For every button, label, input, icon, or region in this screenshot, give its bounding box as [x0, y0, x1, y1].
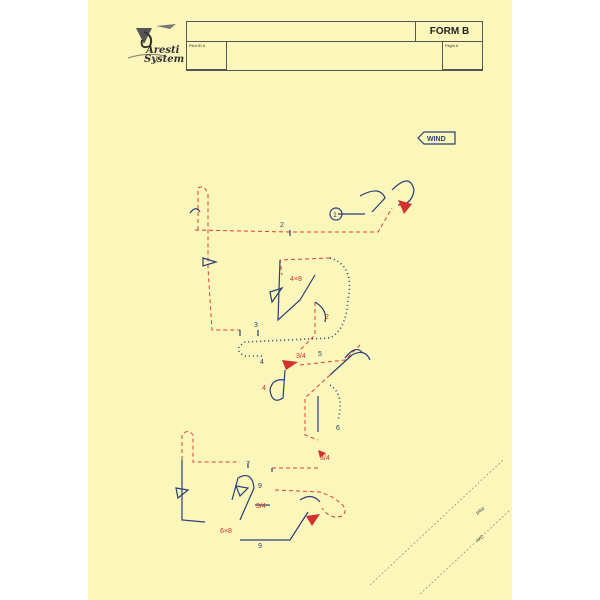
signature-lines — [369, 459, 511, 595]
annotation-4: 4 — [262, 385, 266, 392]
logo-emblem — [127, 24, 176, 59]
figure-number-6: 6 — [336, 425, 340, 432]
aresti-logo: Aresti System — [126, 22, 184, 70]
snap-roll-triangles — [282, 200, 412, 526]
form-title-text: FORM B — [429, 25, 470, 37]
start-circle-figure-1 — [329, 207, 343, 221]
figure-lines — [175, 180, 415, 541]
annotation-3-4-b: 3/4 — [320, 455, 330, 462]
logo-text-line2: System — [144, 54, 185, 65]
figure-number-9: 9 — [258, 483, 262, 490]
figure-number-1: 1 — [333, 212, 337, 219]
figure-numbers: 1 2 3 4 5 6 7 9 9 — [246, 212, 340, 550]
annotation-2: 2 — [325, 314, 329, 321]
figure-number-8: 9 — [258, 543, 262, 550]
pilot-id-box: Pilot ID # — [186, 41, 227, 70]
flight-box: Flight # — [442, 41, 483, 70]
figure-number-5: 5 — [318, 351, 322, 358]
figure-number-3: 3 — [254, 322, 258, 329]
annotation-6x8: 6×8 — [220, 528, 232, 535]
logo-text-line1: Aresti — [146, 45, 180, 56]
figure-number-7: 7 — [246, 461, 250, 468]
form-title: FORM B — [415, 21, 483, 41]
wind-arrow: WIND — [417, 131, 456, 145]
annotation-3-4-c: 3/4 — [256, 503, 266, 510]
pilot-id-label: Pilot ID # — [189, 43, 206, 48]
figure-number-4: 4 — [260, 359, 264, 366]
wind-label: WIND — [427, 136, 446, 143]
annotation-3-4-a: 3/4 — [296, 353, 306, 360]
figure-number-2: 2 — [280, 222, 284, 229]
header-divider — [186, 41, 483, 42]
roll-annotations: 4×8 2 3/4 4 3/4 3/4 6×8 — [220, 276, 330, 535]
annotation-4x8: 4×8 — [290, 276, 302, 283]
flight-label: Flight # — [445, 43, 459, 48]
dotted-connectors — [237, 257, 351, 421]
